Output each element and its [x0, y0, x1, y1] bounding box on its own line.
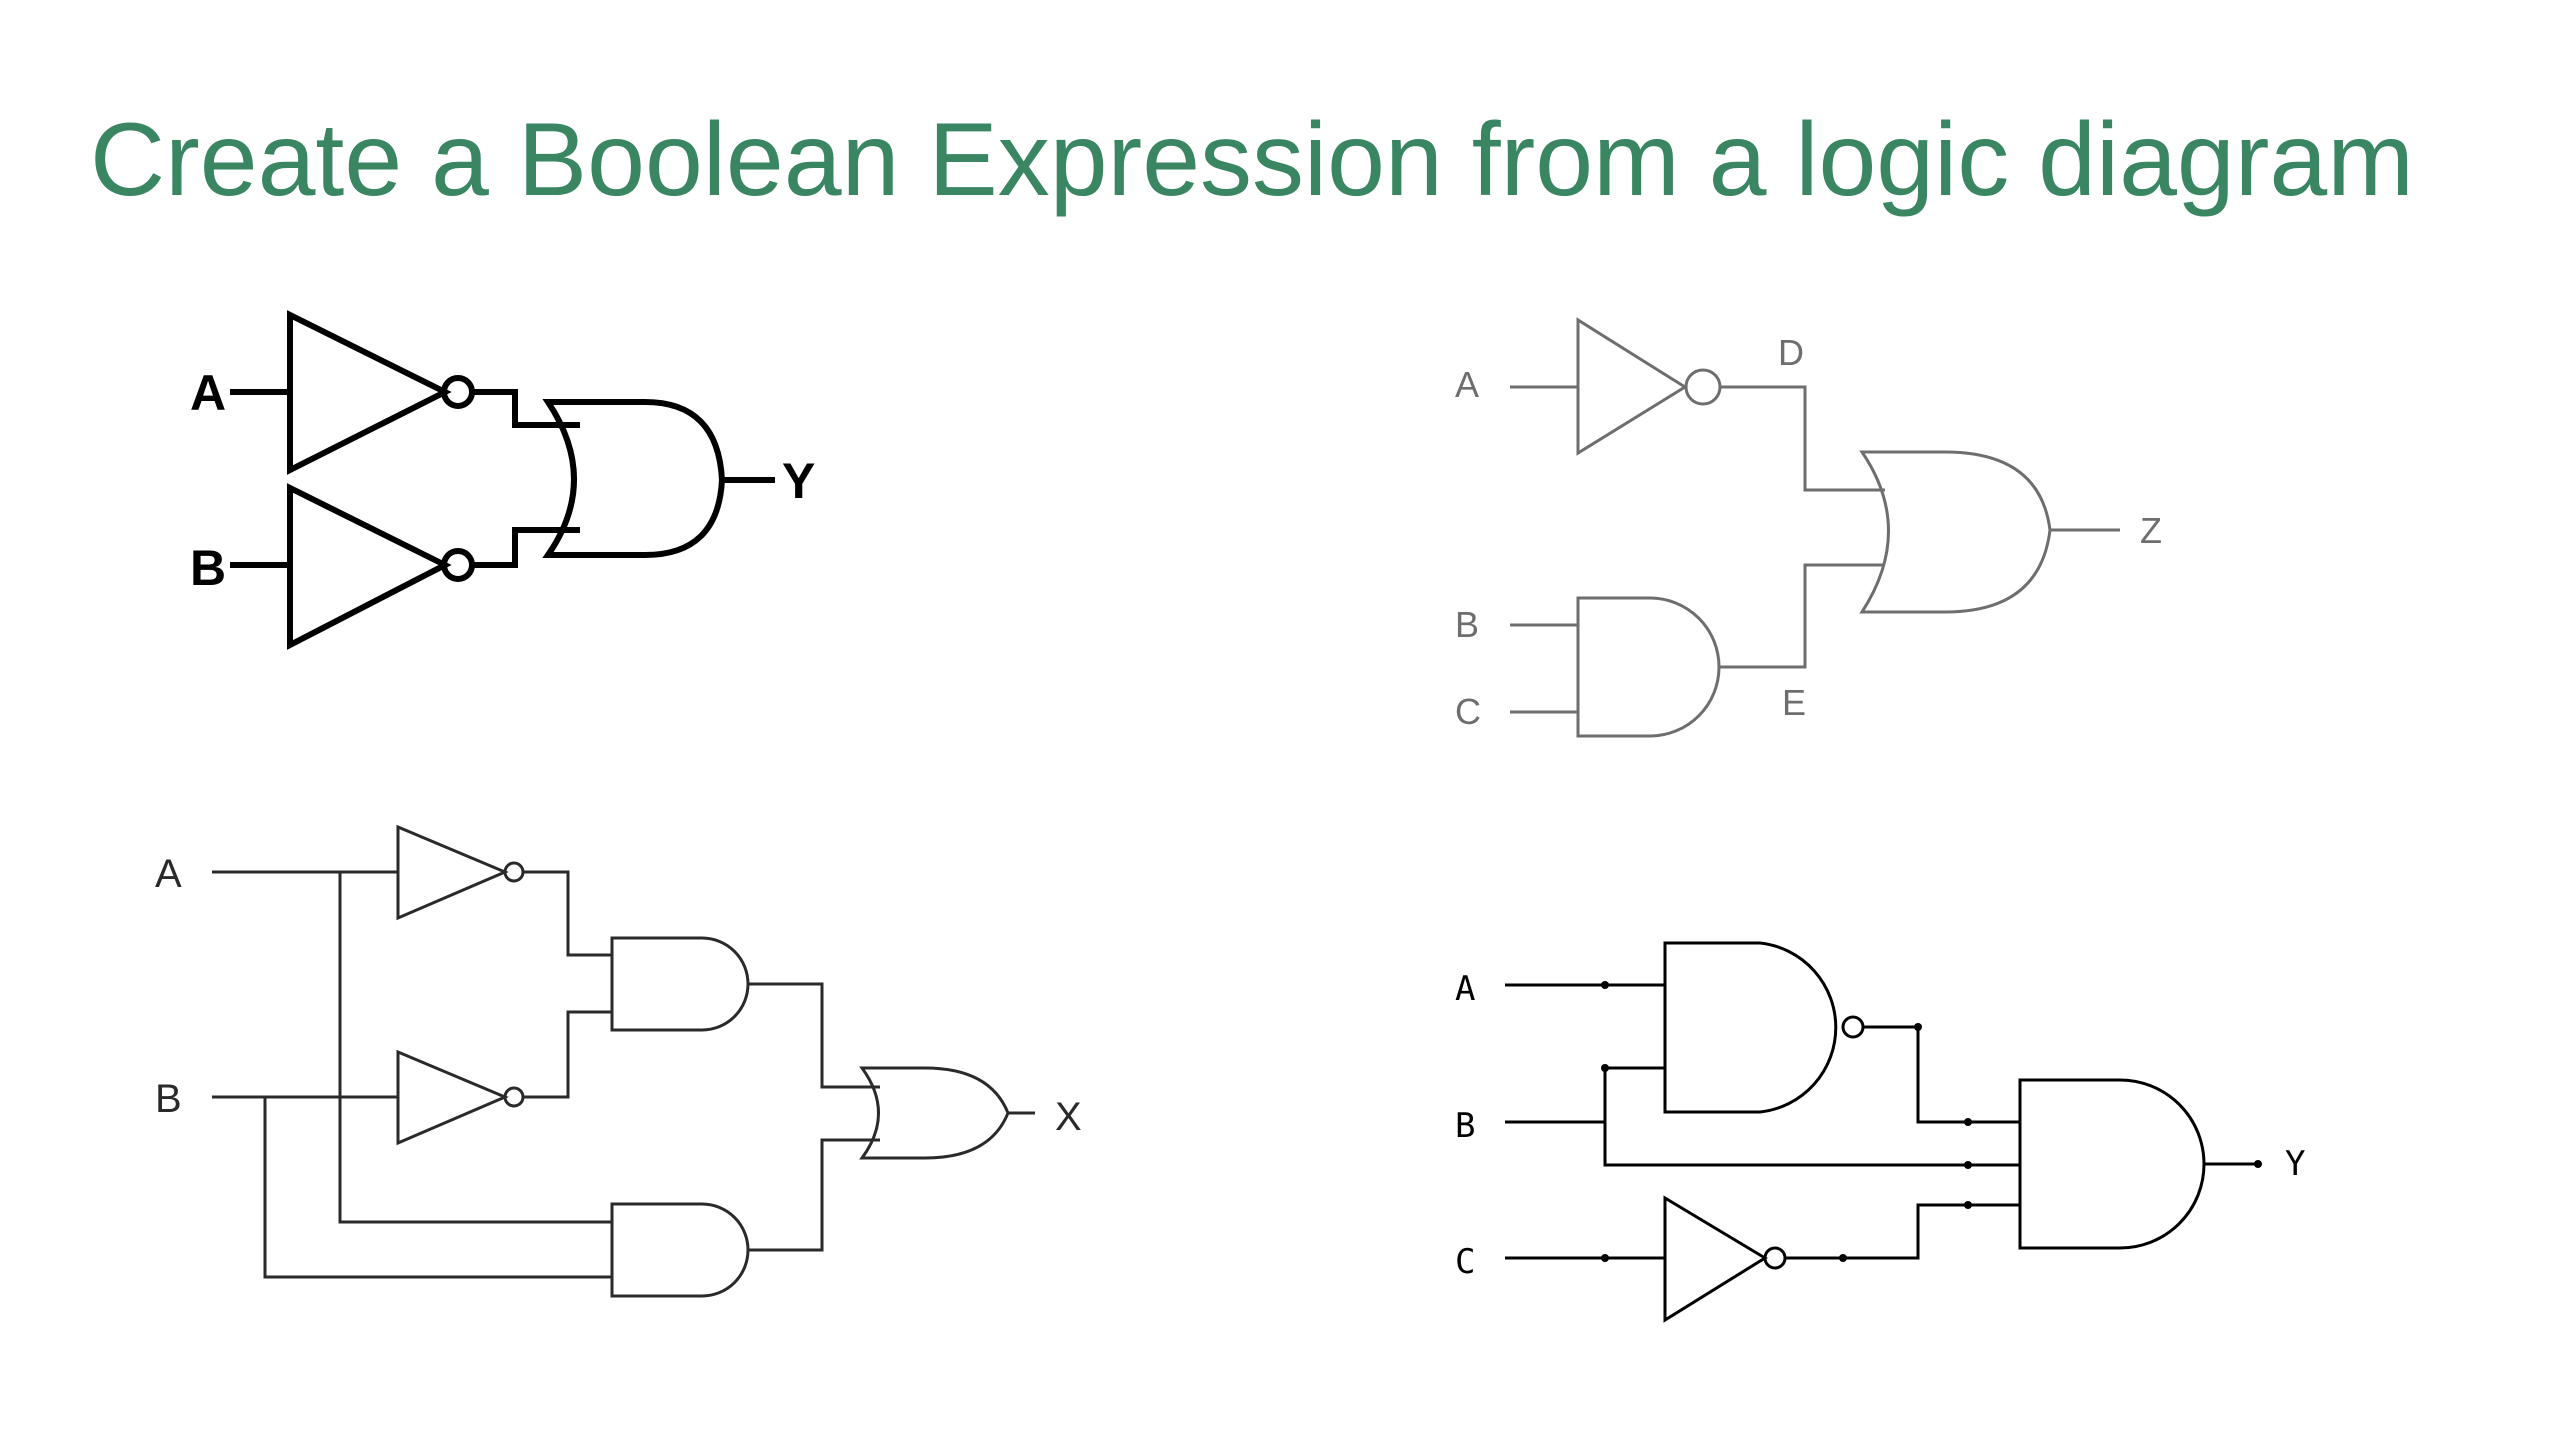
- input-label-a: A: [155, 852, 182, 896]
- inversion-bubble-a: [1684, 368, 1722, 406]
- nand-gate: [1663, 941, 1838, 1114]
- junction-dot: [1964, 1161, 1972, 1169]
- junction-dot: [1601, 1254, 1609, 1262]
- input-label-c: C: [1455, 1242, 1475, 1282]
- wire-not-b-to-and1: [523, 1010, 612, 1099]
- or-gate: [542, 399, 726, 558]
- input-label-b: B: [155, 1077, 182, 1121]
- not-gate-a: [287, 310, 452, 475]
- circuit-top-left: [230, 310, 775, 650]
- wire-b-to-and: [1603, 1068, 2020, 1167]
- not-gate-a: [396, 824, 509, 921]
- inversion-bubble-nand: [1841, 1015, 1865, 1039]
- wire-and1-to-or: [748, 982, 880, 1089]
- and-gate-2: [610, 1202, 750, 1298]
- output-label-y: Y: [2285, 1144, 2305, 1184]
- and-gate-3-input: [2018, 1078, 2206, 1250]
- or-gate: [1859, 450, 2052, 614]
- junction-dot: [1839, 1254, 1847, 1262]
- input-label-b: B: [190, 540, 226, 596]
- junction-dot: [1914, 1023, 1922, 1031]
- input-label-b: B: [1455, 1106, 1475, 1146]
- wire-and2-to-or: [748, 1138, 880, 1252]
- not-gate-a: [1576, 317, 1688, 456]
- node-label-e: E: [1782, 682, 1806, 723]
- circuit-top-right: [1510, 317, 2120, 738]
- and-gate: [1576, 596, 1721, 738]
- inversion-bubble-c: [1763, 1246, 1787, 1270]
- input-label-a: A: [190, 365, 226, 421]
- output-label-y: Y: [782, 453, 815, 509]
- input-label-c: C: [1455, 691, 1481, 732]
- junction-dot: [1601, 1064, 1609, 1072]
- input-label-a: A: [1455, 969, 1475, 1009]
- wire-nand-to-and: [1863, 1025, 2020, 1124]
- input-label-a: A: [1455, 364, 1479, 405]
- circuit-bottom-left: [212, 824, 1035, 1298]
- not-gate-b: [396, 1049, 509, 1146]
- input-label-b: B: [1455, 604, 1479, 645]
- junction-dot: [1601, 981, 1609, 989]
- slide-title: Create a Boolean Expression from a logic…: [90, 102, 2414, 218]
- circuit-bottom-right: [1505, 941, 2255, 1323]
- wire-not-a-to-or: [472, 389, 580, 428]
- junction-dot: [1964, 1201, 1972, 1209]
- wire-not-b-to-or: [472, 527, 580, 568]
- wire-not-a-to-and1: [523, 870, 612, 957]
- and-gate-1: [610, 936, 750, 1032]
- output-label-x: X: [1055, 1095, 1082, 1139]
- junction-dots: [1601, 981, 2262, 1262]
- wire-not-c-to-and: [1785, 1203, 2020, 1260]
- wire-e: [1719, 563, 1885, 669]
- not-gate-b: [287, 483, 452, 650]
- wire-d: [1720, 385, 1885, 492]
- output-label-z: Z: [2140, 510, 2162, 551]
- node-label-d: D: [1778, 332, 1804, 373]
- wire-b-to-and2: [263, 1097, 612, 1279]
- junction-dot: [1964, 1118, 1972, 1126]
- junction-dot: [2254, 1160, 2262, 1168]
- wire-a-to-and2: [338, 872, 612, 1224]
- not-gate-c: [1663, 1195, 1768, 1323]
- or-gate: [859, 1066, 1010, 1160]
